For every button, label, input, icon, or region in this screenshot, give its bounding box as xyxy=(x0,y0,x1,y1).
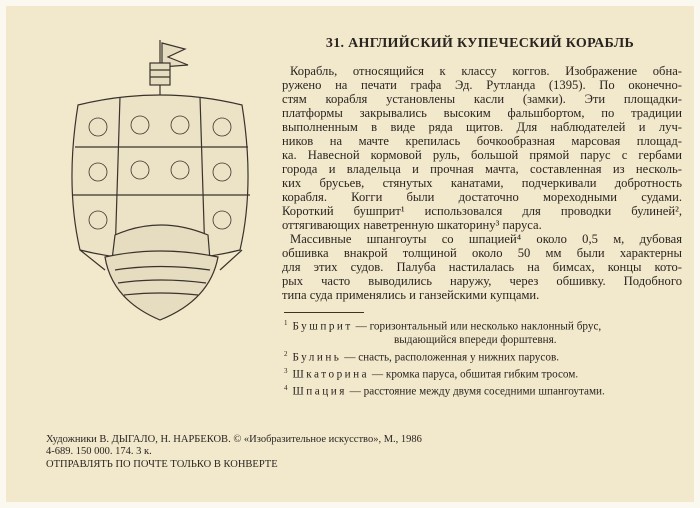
body-line: корабля. Когги были достаточно мореходны… xyxy=(282,190,682,204)
body-line: типа суда применялись и ганзейскими купц… xyxy=(282,288,540,302)
footnote-text: — снасть, расположенная у нижних парусов… xyxy=(341,351,560,364)
body-line: ких брусьев, стянутых канатами, подчерки… xyxy=(282,176,682,190)
footnote-text: — расстояние между двумя соседними шпанг… xyxy=(346,385,605,398)
footnote-continuation: выдающийся впереди форштевня. xyxy=(394,334,557,347)
body-line: Массивные шпангоуты со шпацией⁴ около 0,… xyxy=(290,232,682,246)
footnote-number: 3 xyxy=(284,366,288,375)
body-text: Корабль, относящийся к классу коггов. Из… xyxy=(282,64,682,302)
credits-print-info: 4-689. 150 000. 174. 3 к. xyxy=(46,446,152,458)
footnote-term: Булинь xyxy=(292,351,342,364)
body-line: обшивка внакрой толщиной около 50 мм был… xyxy=(282,246,682,260)
body-line: города и владельца и прочная мачта, сост… xyxy=(282,162,682,176)
footnote: 3 Шкаторина — кромка паруса, обшитая гибк… xyxy=(284,365,694,382)
body-line: ка. Навесной кормовой руль, большой прям… xyxy=(282,148,682,162)
cog-ship-illustration xyxy=(71,40,250,321)
footnote-term: Шкаторина xyxy=(292,368,370,381)
body-line: ников на мачте крепилась бочкообразная м… xyxy=(282,134,682,148)
credits-artists: Художники В. ДЫГАЛО, Н. НАРБЕКОВ. © «Изо… xyxy=(46,434,422,445)
body-line: Корабль, относящийся к классу коггов. Из… xyxy=(290,64,682,78)
body-line: платформы закрывались высоким фальшборто… xyxy=(282,106,682,120)
footnote: 4 Шпация — расстояние между двумя соседни… xyxy=(284,382,694,399)
footnote-term: Шпация xyxy=(292,385,347,398)
credits-mailing-note: ОТПРАВЛЯТЬ ПО ПОЧТЕ ТОЛЬКО В КОНВЕРТЕ xyxy=(46,458,278,470)
footnote-term: Бушприт xyxy=(292,320,353,333)
body-line: рых часто выводились наружу, через обшив… xyxy=(282,274,682,288)
footnote: 1 Бушприт — горизонтальный или несколько … xyxy=(284,317,694,334)
footnote-text: — горизонтальный или несколько наклонный… xyxy=(352,320,602,333)
body-line: стям корабля установлены касли (замки). … xyxy=(282,92,682,106)
footnote-text: — кромка паруса, обшитая гибким тросом. xyxy=(369,368,579,381)
body-line: оттягивающих наветренную шкаторину³ пару… xyxy=(282,218,542,232)
footnote-divider xyxy=(284,312,364,313)
body-line: ружено на печати графа Эд. Рутланда (139… xyxy=(282,78,682,92)
footnote-number: 4 xyxy=(284,384,288,393)
body-line: для этих судов. Палуба настилалась на би… xyxy=(282,260,682,274)
page-title: 31. АНГЛИЙСКИЙ КУПЕЧЕСКИЙ КОРАБЛЬ xyxy=(325,36,635,51)
footnotes: 1 Бушприт — горизонтальный или несколько … xyxy=(284,317,694,399)
footnote: 2 Булинь — снасть, расположенная у нижних… xyxy=(284,348,694,365)
credits: Художники В. ДЫГАЛО, Н. НАРБЕКОВ. © «Изо… xyxy=(46,434,422,471)
footnote-number: 2 xyxy=(284,349,288,358)
body-line: выполненным в виде ряда щитов. Для наблю… xyxy=(282,120,682,134)
body-line: Короткий бушприт¹ использовался для пров… xyxy=(282,204,682,218)
footnote-number: 1 xyxy=(284,319,288,327)
